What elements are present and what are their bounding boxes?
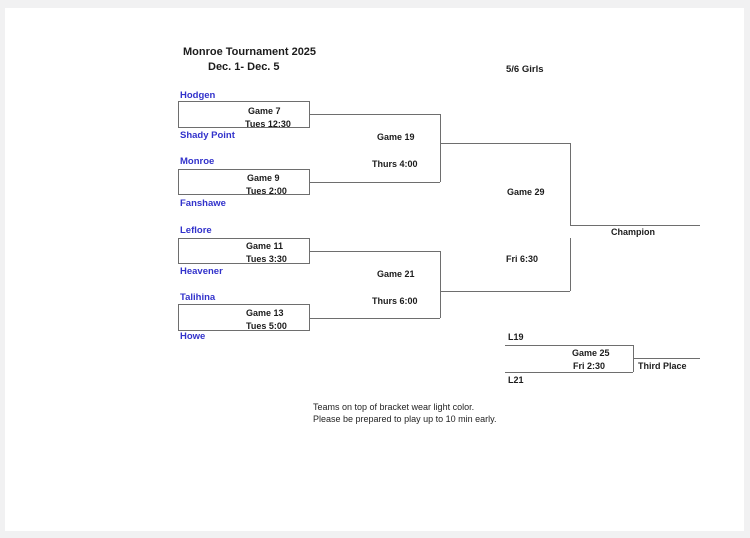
game13-winner-line [310, 318, 440, 319]
game29-time: Fri 6:30 [506, 254, 539, 264]
division-label: 5/6 Girls [506, 64, 544, 75]
semifinal2-vertical-line [440, 251, 441, 318]
final-upper-vertical-line [570, 143, 571, 225]
date-range: Dec. 1- Dec. 5 [208, 61, 280, 73]
game9-time: Tues 2:00 [246, 186, 287, 196]
bracket-page [5, 8, 744, 531]
team-talihina: Talihina [180, 292, 216, 303]
team-fanshawe: Fanshawe [180, 198, 226, 209]
game13-time: Tues 5:00 [246, 321, 287, 331]
team-monroe: Monroe [180, 156, 215, 167]
game21-time: Thurs 6:00 [372, 296, 418, 306]
game7-time: Tues 12:30 [245, 119, 291, 129]
loser19-label: L19 [508, 332, 524, 342]
loser19-line [505, 345, 633, 346]
third-place-label: Third Place [638, 361, 687, 371]
game7-winner-line [310, 114, 440, 115]
page-title: Monroe Tournament 2025 [183, 46, 317, 58]
semifinal2-winner-line [440, 291, 570, 292]
champion-line [570, 225, 700, 226]
game13-label: Game 13 [246, 308, 284, 318]
game11-time: Tues 3:30 [246, 254, 287, 264]
semifinal1-vertical-line [440, 114, 441, 182]
note-light-color: Teams on top of bracket wear light color… [313, 402, 475, 412]
game7-label: Game 7 [248, 106, 281, 116]
game9-box [178, 169, 310, 195]
game7-box [178, 101, 310, 128]
game13-box [178, 304, 310, 331]
team-hodgen: Hodgen [180, 90, 216, 101]
note-play-early: Please be prepared to play up to 10 min … [313, 414, 497, 424]
game25-label: Game 25 [572, 348, 610, 358]
game29-label: Game 29 [507, 187, 545, 197]
game19-time: Thurs 4:00 [372, 159, 418, 169]
team-leflore: Leflore [180, 225, 212, 236]
game11-box [178, 238, 310, 264]
final-lower-vertical-line [570, 238, 571, 291]
game21-label: Game 21 [377, 269, 415, 279]
game11-winner-line [310, 251, 440, 252]
loser21-label: L21 [508, 375, 524, 385]
loser21-line [505, 372, 633, 373]
team-shady-point: Shady Point [180, 130, 235, 141]
semifinal1-winner-line [440, 143, 570, 144]
team-heavener: Heavener [180, 266, 223, 277]
team-howe: Howe [180, 331, 206, 342]
champion-label: Champion [611, 227, 655, 237]
game9-winner-line [310, 182, 440, 183]
game19-label: Game 19 [377, 132, 415, 142]
game25-time: Fri 2:30 [573, 361, 606, 371]
game11-label: Game 11 [246, 241, 284, 251]
third-place-line [633, 358, 700, 359]
game9-label: Game 9 [247, 173, 280, 183]
